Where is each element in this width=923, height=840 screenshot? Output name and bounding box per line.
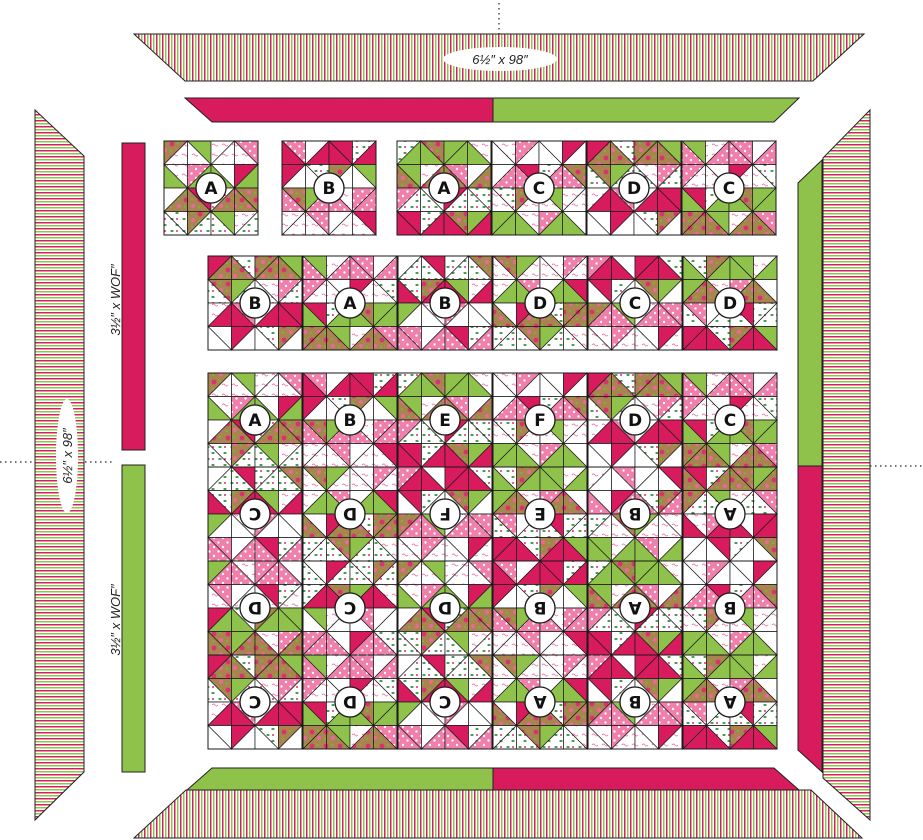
- block-letter: A: [204, 179, 218, 199]
- quilt-block: C: [303, 561, 397, 655]
- block-letter: D: [438, 597, 452, 617]
- quilt-blocks: A B A C D C B A B D C D A B E F D C C D F E B A D C D B A B C D C A B A: [164, 141, 777, 749]
- block-letter: C: [724, 411, 736, 431]
- quilt-block: F: [398, 467, 492, 561]
- block-letter: B: [629, 691, 642, 711]
- quilt-block: B: [683, 561, 777, 655]
- quilt-block: C: [398, 655, 492, 749]
- quilt-block: A: [303, 256, 397, 350]
- quilt-block: B: [208, 256, 302, 350]
- quilt-block: B: [303, 373, 397, 467]
- block-letter: C: [629, 294, 641, 314]
- quilt-block: D: [587, 141, 681, 235]
- block-letter: D: [628, 411, 642, 431]
- right-inner-strip-pink: [798, 466, 822, 772]
- block-letter: F: [534, 411, 546, 431]
- left-inner-strip-green: [122, 465, 145, 772]
- quilt-block: E: [493, 467, 587, 561]
- block-letter: A: [437, 179, 451, 199]
- quilt-block: B: [588, 655, 682, 749]
- block-letter: D: [343, 503, 357, 523]
- block-letter: B: [629, 503, 642, 523]
- top-inner-strip-pink: [185, 98, 493, 122]
- quilt-block: B: [588, 467, 682, 561]
- block-letter: C: [723, 179, 735, 199]
- quilt-block: A: [208, 373, 302, 467]
- quilt-block: C: [208, 467, 302, 561]
- block-letter: B: [724, 597, 737, 617]
- left-inner-strip-pink: [122, 143, 145, 450]
- quilt-block: A: [164, 141, 258, 235]
- right-inner-strip-green: [798, 160, 822, 466]
- block-letter: C: [249, 503, 261, 523]
- top-border-label: 6½″ x 98″: [443, 47, 557, 71]
- quilt-block: C: [208, 655, 302, 749]
- quilt-block: A: [397, 141, 491, 235]
- block-letter: D: [343, 691, 357, 711]
- quilt-block: A: [683, 655, 777, 749]
- quilt-block: A: [493, 655, 587, 749]
- block-letter: A: [628, 597, 642, 617]
- block-letter: A: [343, 294, 357, 314]
- strip-size-upper: 3½″ x WOF″: [108, 264, 123, 336]
- quilt-block: B: [282, 141, 376, 235]
- quilt-block: C: [682, 141, 776, 235]
- quilt-block: C: [588, 256, 682, 350]
- block-letter: C: [344, 597, 356, 617]
- quilt-block: A: [683, 467, 777, 561]
- block-letter: A: [533, 691, 547, 711]
- quilt-block: A: [588, 561, 682, 655]
- block-letter: A: [723, 503, 737, 523]
- block-letter: E: [439, 411, 451, 431]
- block-letter: D: [248, 597, 262, 617]
- left-border-size: 6½″ x 98″: [60, 428, 75, 484]
- quilt-block: B: [398, 256, 492, 350]
- strip-size-lower: 3½″ x WOF″: [108, 584, 123, 656]
- block-letter: B: [344, 411, 357, 431]
- top-border-size: 6½″ x 98″: [472, 52, 528, 67]
- block-letter: B: [323, 179, 336, 199]
- left-border-label: 6½″ x 98″: [56, 399, 78, 513]
- block-letter: B: [249, 294, 262, 314]
- quilt-block: D: [683, 256, 777, 350]
- block-letter: B: [439, 294, 452, 314]
- bottom-inner-strip-green: [187, 768, 493, 790]
- block-letter: B: [534, 597, 547, 617]
- bottom-outer-border: [134, 790, 862, 838]
- quilt-block: E: [398, 373, 492, 467]
- block-letter: D: [627, 179, 641, 199]
- block-letter: C: [249, 691, 261, 711]
- block-letter: A: [248, 411, 262, 431]
- quilt-block: D: [208, 561, 302, 655]
- quilt-block: D: [493, 256, 587, 350]
- top-inner-strip-green: [493, 98, 799, 122]
- quilt-block: F: [493, 373, 587, 467]
- block-letter: E: [534, 503, 546, 523]
- bottom-inner-strip-pink: [493, 768, 799, 790]
- block-letter: D: [533, 294, 547, 314]
- quilt-block: B: [493, 561, 587, 655]
- right-outer-border: [823, 110, 870, 820]
- block-letter: C: [439, 691, 451, 711]
- quilt-block: D: [303, 655, 397, 749]
- block-letter: F: [439, 503, 451, 523]
- quilt-block: C: [683, 373, 777, 467]
- block-letter: D: [723, 294, 737, 314]
- quilt-block: C: [492, 141, 586, 235]
- block-letter: C: [533, 179, 545, 199]
- quilt-block: D: [303, 467, 397, 561]
- block-letter: A: [723, 691, 737, 711]
- quilt-block: D: [398, 561, 492, 655]
- quilt-block: D: [588, 373, 682, 467]
